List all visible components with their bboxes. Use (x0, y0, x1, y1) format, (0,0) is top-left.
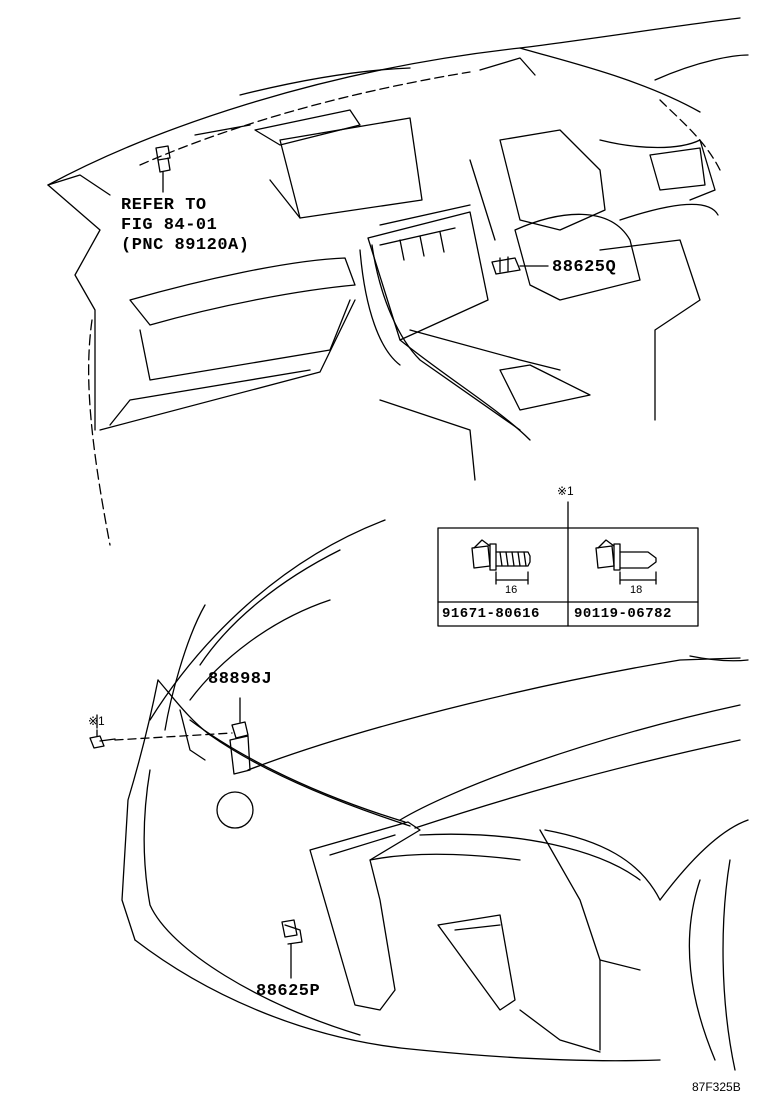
part-label-88898j: 88898J (208, 670, 273, 689)
dashboard-outline (47, 17, 749, 546)
refer-note-line3: (PNC 89120A) (121, 236, 250, 255)
note-mark-table: ※1 (557, 484, 574, 498)
bolt-leader-dashed (114, 732, 233, 741)
part-label-88625p: 88625P (256, 982, 321, 1001)
sensor-88625q-shape (491, 256, 549, 275)
bracket-88898j-shape (229, 697, 251, 775)
fastener-table-frame (437, 501, 699, 627)
figure-code: 87F325B (692, 1080, 741, 1094)
note-mark-bolt: ※1 (88, 714, 105, 728)
refer-note-line1: REFER TO (121, 196, 207, 215)
fastener-1-part-number: 91671-80616 (442, 606, 540, 622)
fastener-2-length: 18 (630, 584, 643, 596)
fastener-1-length: 16 (505, 584, 518, 596)
screw-90119-shape (595, 539, 657, 585)
bumper-outline (121, 519, 749, 1071)
sensor-88625p-shape (281, 919, 303, 979)
fastener-2-part-number: 90119-06782 (574, 606, 672, 622)
refer-note-line2: FIG 84-01 (121, 216, 218, 235)
bolt-shape (89, 714, 116, 749)
part-label-88625q: 88625Q (552, 258, 617, 277)
flange-bolt-91671-shape (471, 539, 531, 585)
clip-part-refer (155, 145, 171, 193)
